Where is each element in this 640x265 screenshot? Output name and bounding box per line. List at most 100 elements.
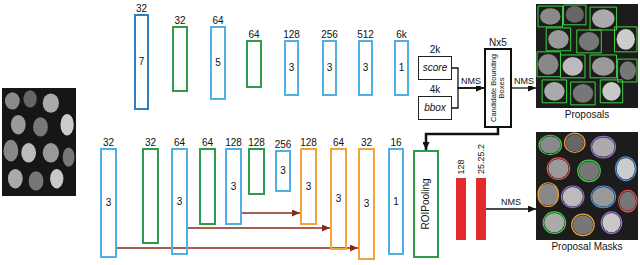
mask-nuclei (538, 134, 636, 234)
edge-label: NMS (513, 77, 535, 86)
connector-arrow (242, 212, 300, 214)
proposal-box (571, 82, 595, 105)
layer-size: 128 (300, 138, 317, 148)
layer-kernel: score (423, 63, 447, 73)
mask-outline (543, 212, 565, 234)
layer-size: 32 (361, 138, 372, 148)
conv-layer-box: 2563 (275, 150, 291, 192)
connector-arrow (512, 87, 536, 88)
candidate-box: Nx5Candidate Bounding Boxes (484, 48, 512, 128)
mask-outline (616, 157, 636, 181)
layer-kernel: 1 (393, 197, 399, 207)
conv-layer-box: 2563 (322, 40, 337, 96)
proposal-box (564, 5, 586, 25)
conv-layer-box: 32 (142, 148, 159, 244)
layer-size: 16 (390, 138, 401, 148)
proposal-box (590, 55, 617, 78)
box-title: ROIPooling (421, 178, 431, 229)
image-caption: Proposals (565, 110, 609, 120)
conv-layer-box: 643 (330, 148, 347, 250)
conv-layer-box: 323 (100, 148, 117, 258)
layer-size: Nx5 (489, 38, 507, 48)
conv-layer-box: 5123 (358, 40, 373, 96)
layer-size: 32 (103, 138, 114, 148)
layer-kernel: 3 (327, 63, 333, 73)
conv-layer-box: 32 (172, 26, 188, 92)
conv-layer-box: 1283 (300, 148, 317, 225)
layer-kernel: 3 (106, 198, 112, 208)
layer-size: 6k (396, 30, 407, 40)
conv-layer-box: 323 (358, 148, 375, 260)
mask-outline (591, 186, 615, 208)
input-nuclei (3, 90, 74, 190)
layer-kernel: 1 (399, 63, 405, 73)
layer-size: 4k (430, 85, 441, 95)
conv-layer-box: 645 (210, 26, 226, 100)
connector-arrow (426, 128, 498, 150)
mask-image (536, 132, 638, 240)
conv-layer-box: 64 (246, 40, 262, 88)
proposal-nuclei (538, 6, 636, 103)
layer-size: 64 (202, 138, 213, 148)
result-image: Proposals (536, 4, 638, 108)
proposal-image (536, 4, 638, 108)
bar-size: 25.25.2 (477, 144, 486, 174)
layer-size: 32 (174, 16, 185, 26)
proposal-box (600, 80, 622, 103)
fc-bar: 25.25.2 (476, 178, 486, 240)
mask-outline (572, 214, 594, 236)
layer-size: 32 (136, 4, 147, 14)
layer-kernel: 3 (336, 194, 342, 204)
layer-size: 256 (321, 30, 338, 40)
layer-kernel: 3 (177, 197, 183, 207)
mask-outline (539, 135, 561, 154)
conv-layer-box: 161 (388, 148, 404, 255)
mask-outlines (538, 133, 637, 236)
proposal-box (590, 7, 617, 30)
box-title: Candidate Bounding Boxes (490, 51, 507, 125)
proposal-box (537, 52, 560, 77)
layer-kernel: 3 (289, 63, 295, 73)
edge-label: NMS (460, 77, 482, 86)
layer-kernel: 7 (139, 57, 145, 67)
connector-arrow (188, 227, 330, 229)
layer-size: 64 (212, 16, 223, 26)
layer-size: 128 (225, 138, 242, 148)
mask-outline (565, 133, 585, 152)
connector-arrow (117, 247, 358, 249)
mask-outline (601, 212, 621, 234)
proposal-box (560, 55, 584, 78)
layer-size: 128 (283, 30, 300, 40)
proposal-box (577, 30, 601, 53)
layer-size: 64 (248, 30, 259, 40)
connector-arrow (486, 208, 536, 209)
layer-size: 64 (333, 138, 344, 148)
result-image: Proposal Masks (536, 132, 638, 240)
conv-layer-box: 128 (248, 148, 265, 195)
connector-arrow (452, 68, 484, 88)
connector-arrow (452, 88, 484, 108)
layer-size: 256 (275, 140, 292, 150)
conv-layer-box: 643 (171, 148, 188, 255)
fc-bar: 128 (456, 178, 466, 240)
layer-size: 128 (248, 138, 265, 148)
output-box: 4kbbox (418, 96, 452, 120)
layer-kernel: 3 (364, 199, 370, 209)
mask-outline (547, 158, 569, 180)
layer-kernel: 3 (231, 182, 237, 192)
layer-kernel: bbox (424, 103, 446, 113)
proposal-box (538, 6, 562, 27)
conv-layer-box: 64 (199, 148, 216, 225)
edge-label: NMS (500, 198, 522, 207)
proposal-box (542, 80, 566, 103)
layer-kernel: 3 (363, 63, 369, 73)
layer-size: 64 (174, 138, 185, 148)
mask-outline (578, 160, 600, 182)
layer-kernel: 5 (215, 58, 221, 68)
input-image (2, 88, 76, 196)
layer-size: 32 (145, 138, 156, 148)
output-box: 2kscore (418, 56, 452, 80)
